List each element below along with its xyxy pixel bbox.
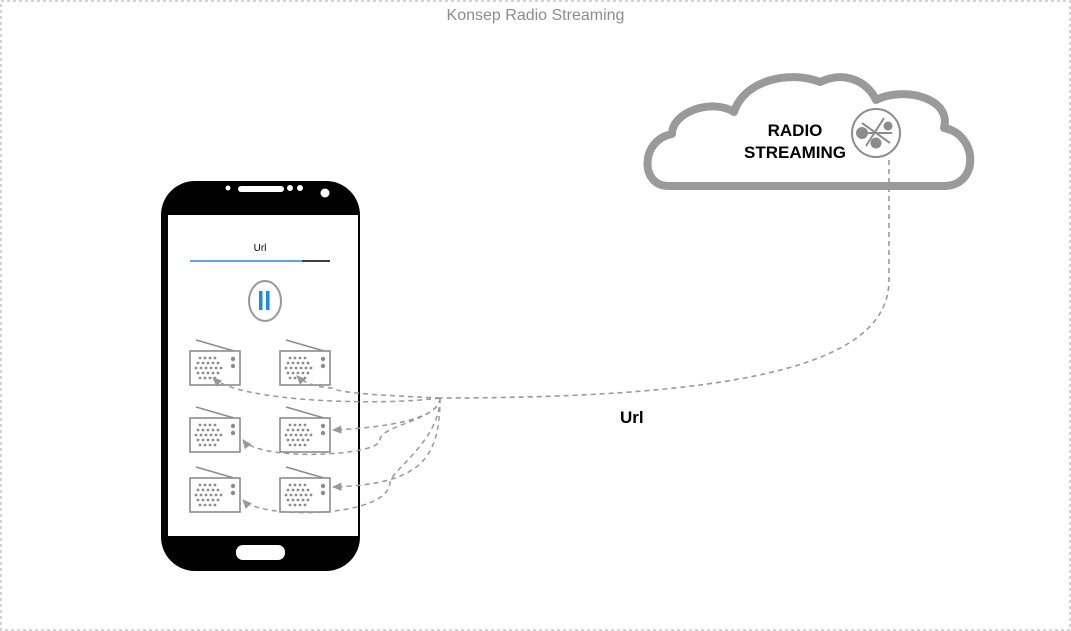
phone-sensor (287, 185, 293, 191)
connector-to-radio-6 (242, 397, 441, 514)
connector-label: Url (620, 408, 644, 427)
url-field-label[interactable]: Url (253, 243, 267, 254)
connector-to-radio-3 (331, 397, 441, 434)
pause-icon (259, 291, 263, 310)
globe-network-icon (851, 108, 901, 158)
cloud-label-line2: STREAMING (744, 143, 846, 162)
connector-to-radio-1 (212, 377, 441, 403)
connector-to-radio-5 (331, 397, 441, 491)
phone-speaker (238, 186, 284, 192)
pause-button[interactable] (248, 280, 282, 322)
phone-camera (320, 188, 330, 198)
cloud-label-line1: RADIO (767, 121, 823, 140)
cloud-label: RADIO STREAMING (715, 120, 875, 164)
phone-sensor (225, 185, 231, 191)
cloud-shape[interactable] (643, 73, 975, 190)
home-button[interactable] (236, 545, 285, 560)
diagram-title: Konsep Radio Streaming (446, 7, 625, 24)
phone-sensor (297, 185, 303, 191)
pause-icon (266, 291, 270, 310)
cloud-to-phone-connector (439, 160, 890, 399)
